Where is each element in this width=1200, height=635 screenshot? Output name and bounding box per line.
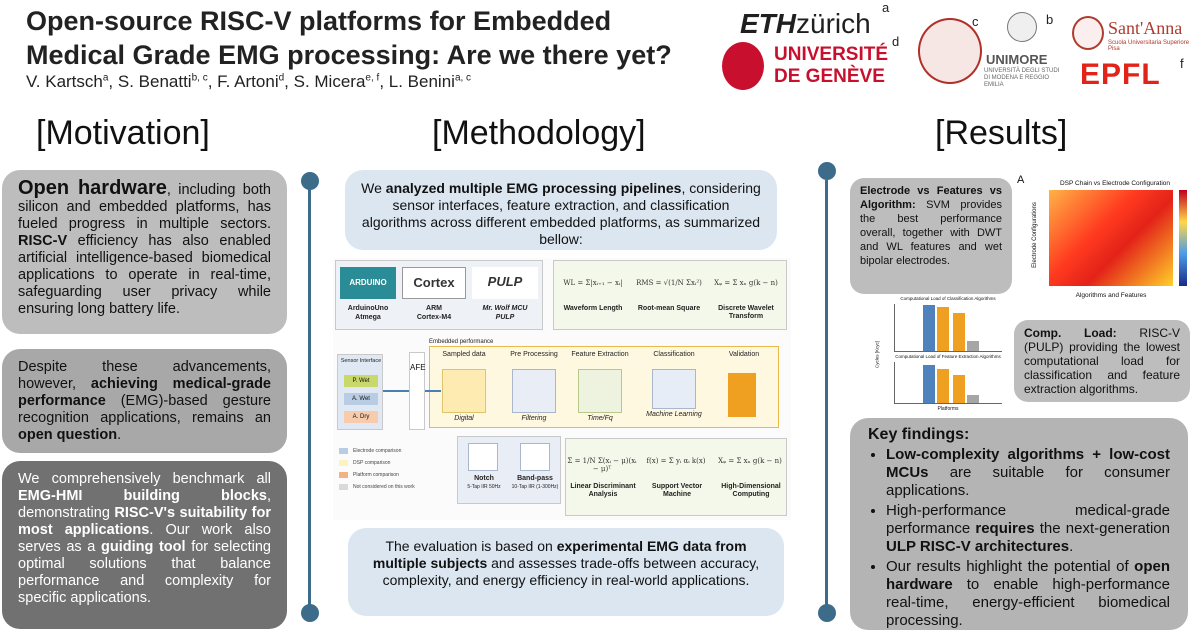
motivation-box-open-hardware: Open hardware, including both silicon an… [2, 170, 287, 334]
key-findings-list: Low-complexity algorithms + low-cost MCU… [886, 446, 1170, 630]
heatmap-grid [1049, 190, 1173, 286]
author: S. Benatti [117, 72, 192, 91]
pulp-logo: PULP [472, 267, 538, 299]
key-findings-title: Key findings: [868, 426, 970, 443]
classifiers-panel: Σ = 1/N Σ(xᵢ − μ)(xᵢ − μ)ᵀ f(x) = Σ yᵢ α… [565, 438, 787, 516]
poster-title: Open-source RISC-V platforms for Embedde… [26, 4, 672, 72]
unimore-subtitle: UNIVERSITÀ DEGLI STUDI DI MODENA E REGGI… [984, 68, 1060, 88]
santanna-seal-icon [1072, 16, 1104, 50]
timeline-dot [818, 162, 836, 180]
result-computational-load: Comp. Load: RISC-V (PULP) providing the … [1014, 320, 1190, 402]
epfl-logo: EPFL [1080, 58, 1161, 91]
key-findings-box: Key findings: Low-complexity algorithms … [850, 418, 1188, 630]
bars-title-1: Computational Load of Classification Alg… [900, 296, 996, 301]
heatmap-ylabel: Electrode Configurations [1032, 202, 1038, 268]
heatmap-xlabel: Algorithms and Features [1075, 292, 1147, 299]
key-finding-item: Our results highlight the potential of o… [886, 558, 1170, 630]
sensor-interface: Sensor Interface P. Wet A. Wet A. Dry [337, 354, 383, 430]
heatmap-title: DSP Chain vs Electrode Configuration [1059, 180, 1171, 187]
bars-xlabel: Platforms [937, 406, 959, 412]
eth-zurich-logo: ETHzürich [740, 8, 871, 39]
pipeline-stages: Sampled data Digital Pre Processing Filt… [429, 346, 779, 428]
heatmap-colorbar [1179, 190, 1187, 286]
motivation-box-contribution: We comprehensively benchmark all EMG-HMI… [2, 461, 287, 629]
timeline-line-left [308, 180, 311, 610]
motivation-heading: [Motivation] [36, 114, 210, 152]
result-electrode-features: Electrode vs Features vs Algorithm: SVM … [850, 178, 1012, 294]
cortex-logo: Cortex [402, 267, 466, 299]
filters-panel: Notch 5-Tap IIR 50Hz Band-pass 10-Tap II… [457, 436, 561, 504]
methodology-heading: [Methodology] [432, 114, 646, 152]
bologna-seal-icon [918, 18, 982, 84]
bars-title-2: Computational Load of Feature Extraction… [895, 354, 1001, 359]
key-finding-item: High-performance medical-grade performan… [886, 502, 1170, 556]
arrow [383, 390, 409, 392]
author: L. Benini [388, 72, 455, 91]
arrow [425, 390, 441, 392]
author: V. Kartsch [26, 72, 103, 91]
title-line-1: Open-source RISC-V platforms for Embedde… [26, 6, 612, 36]
heatmap-panel-label: A [1017, 174, 1025, 186]
motivation-box-challenge: Despite these advancements, however, ach… [2, 349, 287, 453]
key-finding-item: Low-complexity algorithms + low-cost MCU… [886, 446, 1170, 500]
bars-ylabel: Cycles [Kcyc] [874, 341, 880, 369]
author-list: V. Kartscha, S. Benattib, c, F. Artonid,… [26, 72, 472, 91]
timeline-dot [301, 604, 319, 622]
embedded-performance-label: Embedded performance [429, 339, 494, 345]
computational-load-figure: Computational Load of Classification Alg… [872, 296, 1010, 416]
author: F. Artoni [217, 72, 279, 91]
methodology-intro: We analyzed multiple EMG processing pipe… [345, 170, 777, 250]
bars-plot-2 [894, 362, 1002, 404]
timeline-dot [818, 604, 836, 622]
methodology-evaluation: The evaluation is based on experimental … [348, 528, 784, 616]
timeline-line-right [825, 180, 828, 610]
results-heading: [Results] [935, 114, 1068, 152]
unimore-logo: UNIMORE [986, 52, 1048, 67]
platforms-panel: ARDUINO Cortex PULP ArduinoUno Atmega AR… [335, 260, 543, 330]
santanna-logo: Sant'Anna [1108, 18, 1183, 38]
heatmap-figure: A DSP Chain vs Electrode Configuration E… [1015, 174, 1197, 304]
santanna-subtitle: Scuola Universitaria Superiore Pisa [1108, 40, 1190, 52]
unimore-seal-icon [1007, 12, 1037, 42]
features-panel: WL = Σ|xᵢ₊₁ − xᵢ| RMS = √(1/N Σxᵢ²) Xᵩ =… [553, 260, 787, 330]
title-line-2: Medical Grade EMG processing: Are we the… [26, 40, 672, 70]
afe-block: AFE [409, 352, 426, 430]
arduino-logo: ARDUINO [340, 267, 396, 299]
pipeline-diagram: ARDUINO Cortex PULP ArduinoUno Atmega AR… [333, 258, 791, 520]
bars-plot-1 [894, 304, 1002, 352]
geneve-seal-icon [722, 42, 764, 90]
author: S. Micera [293, 72, 366, 91]
timeline-dot [301, 172, 319, 190]
